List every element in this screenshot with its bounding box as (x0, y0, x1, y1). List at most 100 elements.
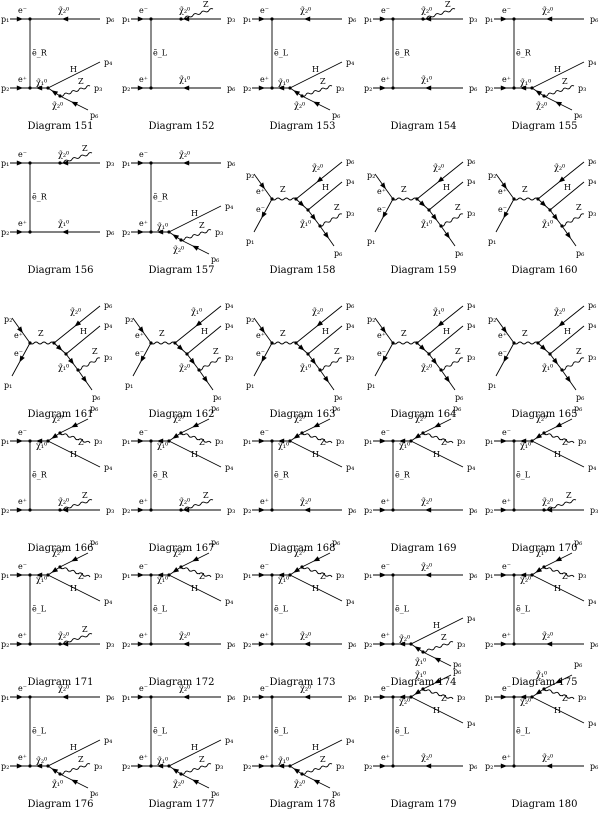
z-label: Z (199, 221, 205, 230)
z-boson-line (543, 499, 577, 511)
momentum-label: p₁ (122, 437, 130, 446)
momentum-label: p₁ (1, 437, 9, 446)
arrow-head (277, 438, 285, 444)
arrow-head (68, 357, 74, 365)
momentum-label: p₆ (211, 538, 219, 547)
momentum-label: p₂ (485, 84, 493, 93)
arrow-head (535, 689, 543, 695)
positron-label: e⁺ (377, 187, 386, 196)
selectron-label: ẽ_L (32, 605, 47, 614)
momentum-label: p₆ (227, 159, 235, 168)
higgs-line (289, 574, 343, 602)
arrow-head (545, 16, 553, 22)
chi-label: χ̃₁⁰ (157, 756, 168, 765)
higgs-label: H (554, 706, 561, 715)
arrow-head (323, 231, 329, 239)
z-label: Z (441, 694, 447, 703)
positron-label: e⁺ (139, 75, 148, 84)
momentum-label: p₄ (225, 202, 233, 211)
chi-label: χ̃₂⁰ (421, 497, 432, 506)
z-boson-line (29, 341, 55, 345)
higgs-label: H (312, 584, 319, 593)
momentum-label: p₆ (211, 404, 219, 413)
arrow-head (380, 326, 386, 334)
arrow-head (545, 763, 553, 769)
diagram-caption: Diagram 164 (390, 409, 457, 420)
z-label: Z (203, 491, 209, 500)
momentum-label: p₆ (469, 506, 477, 515)
arrow-head (137, 438, 145, 444)
electron-label: e⁻ (498, 205, 507, 214)
arrow-head (51, 433, 59, 439)
z-label: Z (82, 491, 88, 500)
momentum-label: p₆ (332, 789, 340, 798)
arrow-head (316, 176, 324, 183)
diagram-caption: Diagram 160 (511, 265, 578, 276)
chi-label: χ̃₂⁰ (36, 756, 47, 765)
arrow-head (16, 763, 24, 769)
arrow-head (176, 344, 184, 351)
electron-label: e⁻ (260, 562, 269, 571)
momentum-label: p₃ (588, 209, 596, 218)
chi-label: χ̃₁⁰ (278, 441, 289, 450)
momentum-label: p₆ (590, 15, 598, 24)
positron-label: e⁺ (139, 753, 148, 762)
z-label: Z (92, 347, 98, 356)
arrow-head (503, 355, 509, 363)
momentum-label: p₂ (1, 228, 9, 237)
higgs-label: H (70, 584, 77, 593)
electron-label: e⁻ (260, 428, 269, 437)
z-label: Z (320, 77, 326, 86)
arrow-head (500, 85, 508, 91)
selectron-label: ẽ_L (395, 727, 410, 736)
z-boson-line (180, 763, 212, 775)
momentum-label: p₄ (588, 321, 596, 330)
arrow-head (61, 507, 69, 513)
arrow-head (16, 641, 24, 647)
higgs-label: H (312, 450, 319, 459)
selectron-label: ẽ_R (153, 471, 169, 480)
positron-label: e⁺ (381, 753, 390, 762)
diagram-caption: Diagram 163 (269, 409, 336, 420)
diagram-caption: Diagram 154 (390, 121, 457, 132)
arrow-head (258, 641, 266, 647)
momentum-label: p₂ (485, 762, 493, 771)
arrow-head (500, 641, 508, 647)
momentum-label: p₆ (576, 393, 584, 402)
positron-label: e⁺ (260, 497, 269, 506)
arrow-head (519, 85, 527, 91)
arrow-head (61, 16, 69, 22)
electron-label: e⁻ (139, 150, 148, 159)
momentum-label: p₆ (227, 640, 235, 649)
z-label: Z (320, 572, 326, 581)
momentum-label: p₃ (227, 506, 235, 515)
arrow-head (382, 355, 388, 363)
arrow-head (379, 438, 387, 444)
arrow-head (156, 229, 164, 235)
electron-label: e⁻ (381, 684, 390, 693)
higgs-line (410, 696, 464, 724)
momentum-label: p₆ (332, 404, 340, 413)
higgs-line (531, 61, 585, 89)
higgs-line (307, 181, 343, 211)
electron-label: e⁻ (18, 150, 27, 159)
chi-label: χ̃₂⁰ (52, 548, 63, 557)
momentum-label: p₄ (104, 597, 112, 606)
diagram-caption: Diagram 161 (27, 409, 94, 420)
diagram-caption: Diagram 171 (27, 677, 94, 688)
arrow-head (71, 101, 79, 107)
arrow-head (379, 763, 387, 769)
arrow-head (81, 375, 87, 383)
momentum-label: p₂ (122, 506, 130, 515)
